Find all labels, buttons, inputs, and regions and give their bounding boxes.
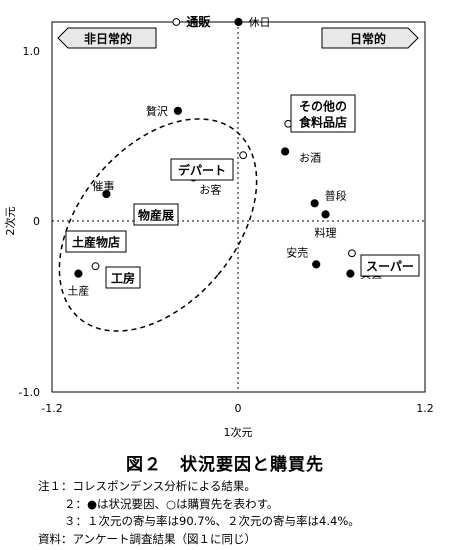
note-source: 資料：アンケート調査結果（図１に同じ） bbox=[38, 531, 257, 546]
situation-point bbox=[281, 147, 290, 156]
situation-label: 催事 bbox=[92, 179, 114, 193]
situation-label: 料理 bbox=[315, 225, 337, 239]
store-label-box bbox=[360, 254, 420, 277]
situation-point bbox=[346, 269, 355, 278]
region-daily: 日常的 bbox=[321, 27, 419, 49]
situation-point bbox=[173, 106, 182, 115]
situation-label: 休日 bbox=[249, 16, 271, 29]
store-label-box bbox=[170, 158, 234, 181]
x-axis-label: 1次元 bbox=[224, 425, 253, 439]
situation-label: 安売 bbox=[286, 245, 308, 259]
situation-point bbox=[74, 269, 83, 278]
store-label-box bbox=[105, 266, 141, 289]
store-label: 土産物店 bbox=[72, 235, 120, 250]
store-label: スーパー bbox=[366, 260, 414, 274]
y-axis-label: 2次元 bbox=[3, 207, 17, 236]
chart-marks: 休日贅沢お客お酒催事普段料理安売買置土産通販その他の食料品店デパート物産展土産物… bbox=[65, 14, 420, 298]
situation-label: 贅沢 bbox=[146, 104, 168, 118]
situation-label: 普段 bbox=[325, 188, 347, 202]
note-2: ２：●は状況要因、○は購買先を表わす。 bbox=[64, 496, 279, 511]
store-label-box bbox=[133, 203, 179, 226]
store-point bbox=[91, 262, 100, 271]
store-point bbox=[239, 151, 248, 160]
y-tick-label: -1.0 bbox=[19, 386, 40, 399]
figure-notes: 注１：コレスポンデンス分析による結果。 ２：●は状況要因、○は購買先を表わす。 … bbox=[38, 478, 360, 548]
store-label-box bbox=[290, 94, 356, 133]
y-tick-label: 1.0 bbox=[23, 45, 41, 58]
store-label: デパート bbox=[178, 163, 226, 178]
situation-point bbox=[312, 260, 321, 269]
situation-point bbox=[321, 210, 330, 219]
situation-point bbox=[102, 189, 111, 199]
note-3: ３：１次元の寄与率は90.7%、２次元の寄与率は4.4%。 bbox=[64, 514, 360, 528]
store-label-box bbox=[65, 230, 127, 253]
store-label: その他の食料品店 bbox=[298, 99, 347, 130]
store-point bbox=[172, 18, 181, 26]
situation-point bbox=[234, 17, 243, 27]
situation-label: 土産 bbox=[67, 285, 89, 298]
store-point bbox=[348, 249, 356, 258]
x-tick-label: -1.2 bbox=[41, 402, 62, 415]
store-label: 通販 bbox=[186, 14, 211, 29]
y-tick-label: 0 bbox=[33, 215, 40, 228]
region-non-daily-label: 非日常的 bbox=[84, 31, 132, 46]
x-tick-label: 0 bbox=[235, 402, 242, 415]
region-non-daily: 非日常的 bbox=[57, 27, 157, 49]
figure-caption: 図２ 状況要因と購買先 bbox=[126, 455, 324, 475]
situation-label: お客 bbox=[199, 182, 221, 196]
situation-point bbox=[310, 199, 319, 208]
scatter-chart: 非日常的 日常的 -1.2 0 1.2 1.0 0 -1.0 1次元 2次元 休… bbox=[3, 14, 434, 439]
store-label: 工房 bbox=[111, 271, 135, 286]
note-1: 注１：コレスポンデンス分析による結果。 bbox=[38, 479, 256, 493]
region-daily-label: 日常的 bbox=[350, 31, 386, 46]
x-tick-label: 1.2 bbox=[416, 402, 434, 415]
situation-label: お酒 bbox=[299, 152, 321, 165]
store-label: 物産展 bbox=[138, 208, 174, 223]
